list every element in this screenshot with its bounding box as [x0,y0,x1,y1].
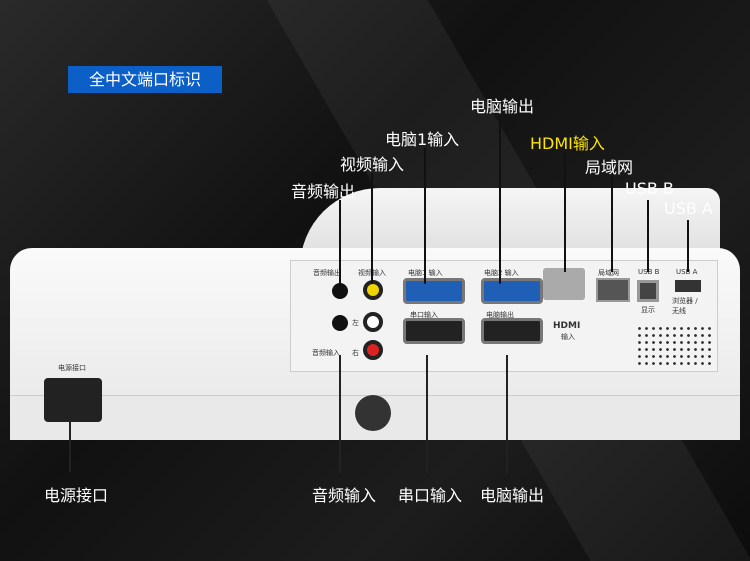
panel-label-right: 右 [352,349,359,357]
callout-line [506,355,508,473]
callout-serial-in: 串口输入 [398,486,463,505]
callout-computer-out-bottom: 电脑输出 [480,486,545,505]
callout-line [424,148,426,284]
panel-label-usb-b-sub: 显示 [641,306,655,314]
callout-usb-a: USB A [664,199,713,218]
panel-label-usb-a: USB A [676,268,698,276]
adjust-knob [355,395,391,431]
callout-hdmi-in: HDMI输入 [530,134,605,153]
panel-label-audio-out: 音频输出 [313,269,341,277]
panel-label-serial: 串口输入 [410,311,438,319]
panel-label-hdmi-in: 输入 [561,333,575,341]
serial-port [403,318,465,344]
callout-line [499,118,501,284]
video-rca-jack [363,280,383,300]
panel-label-hdmi: HDMI [553,321,581,331]
callout-computer1-in: 电脑1输入 [385,130,460,149]
panel-label-audio-in: 音频输入 [312,349,340,357]
callout-power: 电源接口 [44,486,109,505]
callout-line [426,355,428,473]
callout-audio-out: 音频输出 [291,182,356,201]
panel-label-power: 电源接口 [58,364,86,372]
lan-port [596,278,630,302]
panel-label-pc-out: 电脑输出 [486,311,514,319]
callout-line [611,176,613,272]
callout-line [371,173,373,284]
power-socket [44,378,102,422]
pc-out-vga-port [481,318,543,344]
feature-badge: 全中文端口标识 [68,66,222,93]
callout-line [69,420,71,472]
callout-lan: 局域网 [585,158,634,177]
speaker-grill [636,325,712,365]
audio-right-rca-jack [363,340,383,360]
panel-label-left: 左 [352,319,359,327]
hdmi-port [543,268,585,300]
pc2-vga-port [481,278,543,304]
audio-out-jack [332,283,348,299]
panel-label-pc2: 电脑2 输入 [484,269,519,277]
usb-a-port [675,280,701,292]
usb-b-port [637,280,659,302]
callout-line [647,200,649,272]
callout-line [339,200,341,290]
callout-line [687,220,689,272]
pc1-vga-port [403,278,465,304]
audio-left-rca-jack [363,312,383,332]
callout-computer-out-top: 电脑输出 [470,97,535,116]
callout-audio-in: 音频输入 [312,486,377,505]
panel-label-usb-b: USB B [638,268,660,276]
callout-line [339,355,341,473]
panel-label-lan: 局域网 [598,269,619,277]
audio-in-jack [332,315,348,331]
callout-usb-b: USB B [625,179,674,198]
panel-label-usb-a-sub: 浏览器 / 无线 [672,297,698,315]
callout-line [564,152,566,272]
callout-video-in: 视频输入 [340,155,405,174]
